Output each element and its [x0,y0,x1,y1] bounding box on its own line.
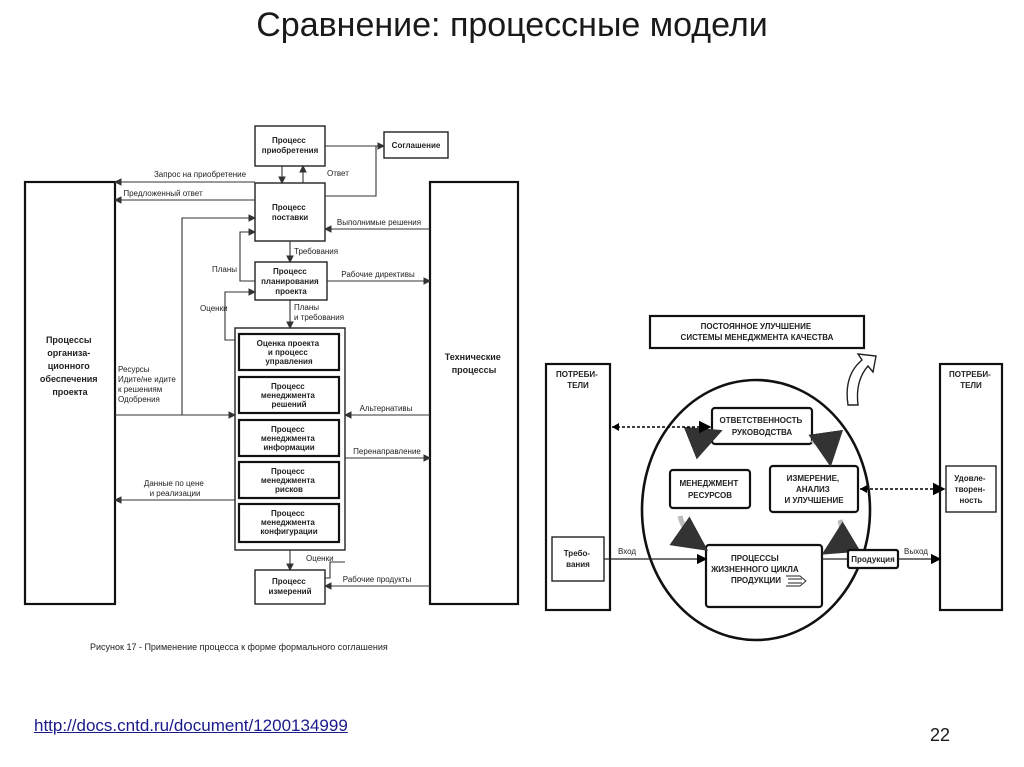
cycle-arrow-2-icon [808,429,844,467]
label-work-products: Рабочие продукты [343,575,412,584]
arrow-assessments [224,288,257,341]
right-diagram: ПОСТОЯННОЕ УЛУЧШЕНИЕ СИСТЕМЫ МЕНЕДЖМЕНТА… [544,314,1004,642]
measurement-analysis-label: ИЗМЕРЕНИЕ, АНАЛИЗ И УЛУЧШЕНИЕ [784,474,844,505]
resource-management-box [668,468,752,510]
label-redirection: Перенаправление [353,447,421,456]
info-mgmt-label: Процесс менеджмента информации [261,425,317,452]
tech-processes-label: Технические процессы [445,352,504,375]
arrow-plans [239,228,257,282]
label-plans-requirements: Планы и требования [294,303,344,322]
label-feasible-solutions: Выполнимые решения [337,218,421,227]
acquisition-label: Процесс приобретения [262,136,319,155]
product-realization-label: ПРОЦЕССЫ ЖИЗНЕННОГО ЦИКЛА ПРОДУКЦИИ [710,554,801,585]
assessment-box [237,332,341,372]
improvement-banner-label: ПОСТОЯННОЕ УЛУЧШЕНИЕ СИСТЕМЫ МЕНЕДЖМЕНТА… [681,322,834,342]
label-answer: Ответ [327,169,349,178]
config-mgmt-label: Процесс менеджмента конфигурации [260,509,317,536]
label-work-directives: Рабочие директивы [341,270,415,279]
arrow-assessments-bottom [325,561,345,579]
improvement-arrow-icon [846,353,877,406]
supply-box [254,182,326,242]
assessment-label: Оценка проекта и процесс управления [257,339,322,366]
process-chain-icon [786,575,807,587]
label-alternatives: Альтернативы [360,404,413,413]
page-number: 22 [930,725,951,745]
arrow-supply-agreement [325,146,377,197]
supply-label: Процесс поставки [272,203,308,222]
agreement-label: Соглашение [392,141,441,150]
arrow-resources-to-supply [181,214,257,415]
requirements-label: Требо- вания [564,549,593,569]
input-label: Вход [618,547,636,556]
left-diagram: Процессы организа- ционного обеспечения … [23,125,520,652]
label-plans: Планы [212,265,237,274]
label-resources: Ресурсы Идите/не идите к решениям Одобре… [118,365,178,404]
label-assessments: Оценки [200,304,228,313]
label-requirements: Требования [294,247,338,256]
info-mgmt-box [237,418,341,458]
improvement-banner [648,314,866,350]
output-label: Выход [904,547,928,556]
label-assessments-bottom: Оценки [306,554,334,563]
satisfaction-box [945,465,997,513]
arrow-head-left-icon [612,423,619,431]
config-mgmt-box [237,502,341,544]
label-cost-data: Данные по цене и реализации [144,479,206,498]
customers-right-label: ПОТРЕБИ- ТЕЛИ [949,370,993,390]
measurement-box [254,569,326,605]
measurement-label: Процесс измерений [268,577,311,596]
resource-management-label: МЕНЕДЖМЕНТ РЕСУРСОВ [680,479,741,500]
cycle-arrow-4-icon [669,515,709,551]
arrow-head-measure-icon [860,485,867,493]
source-link[interactable]: http://docs.cntd.ru/document/1200134999 [34,716,348,735]
planning-label: Процесс планирования проекта [261,267,321,296]
org-processes-box [23,180,117,606]
product-realization-box [704,543,824,609]
customers-left-label: ПОТРЕБИ- ТЕЛИ [556,370,600,390]
management-responsibility-box [710,406,814,446]
cycle-arrow-1-icon [683,426,723,460]
satisfaction-label: Удовле- творен- ность [954,474,988,505]
acquisition-box [254,125,326,167]
requirements-box [551,536,605,582]
figure-caption: Рисунок 17 - Применение процесса к форме… [90,642,388,652]
decision-mgmt-label: Процесс менеджмента решений [261,382,317,409]
slide-title: Сравнение: процессные модели [256,6,768,44]
tech-processes-box [428,180,520,606]
org-processes-label: Процессы организа- ционного обеспечения … [40,335,100,397]
cycle-arrow-3-icon [821,519,861,555]
agreement-box [383,131,449,159]
label-acq-request: Запрос на приобретение [154,170,247,179]
decision-mgmt-box [237,375,341,415]
risk-mgmt-box [237,460,341,500]
label-proposed-answer: Предложенный ответ [123,189,203,198]
product-label: Продукция [851,555,895,564]
risk-mgmt-label: Процесс менеджмента рисков [261,467,317,494]
management-responsibility-label: ОТВЕТСТВЕННОСТЬ РУКОВОДСТВА [720,416,805,437]
